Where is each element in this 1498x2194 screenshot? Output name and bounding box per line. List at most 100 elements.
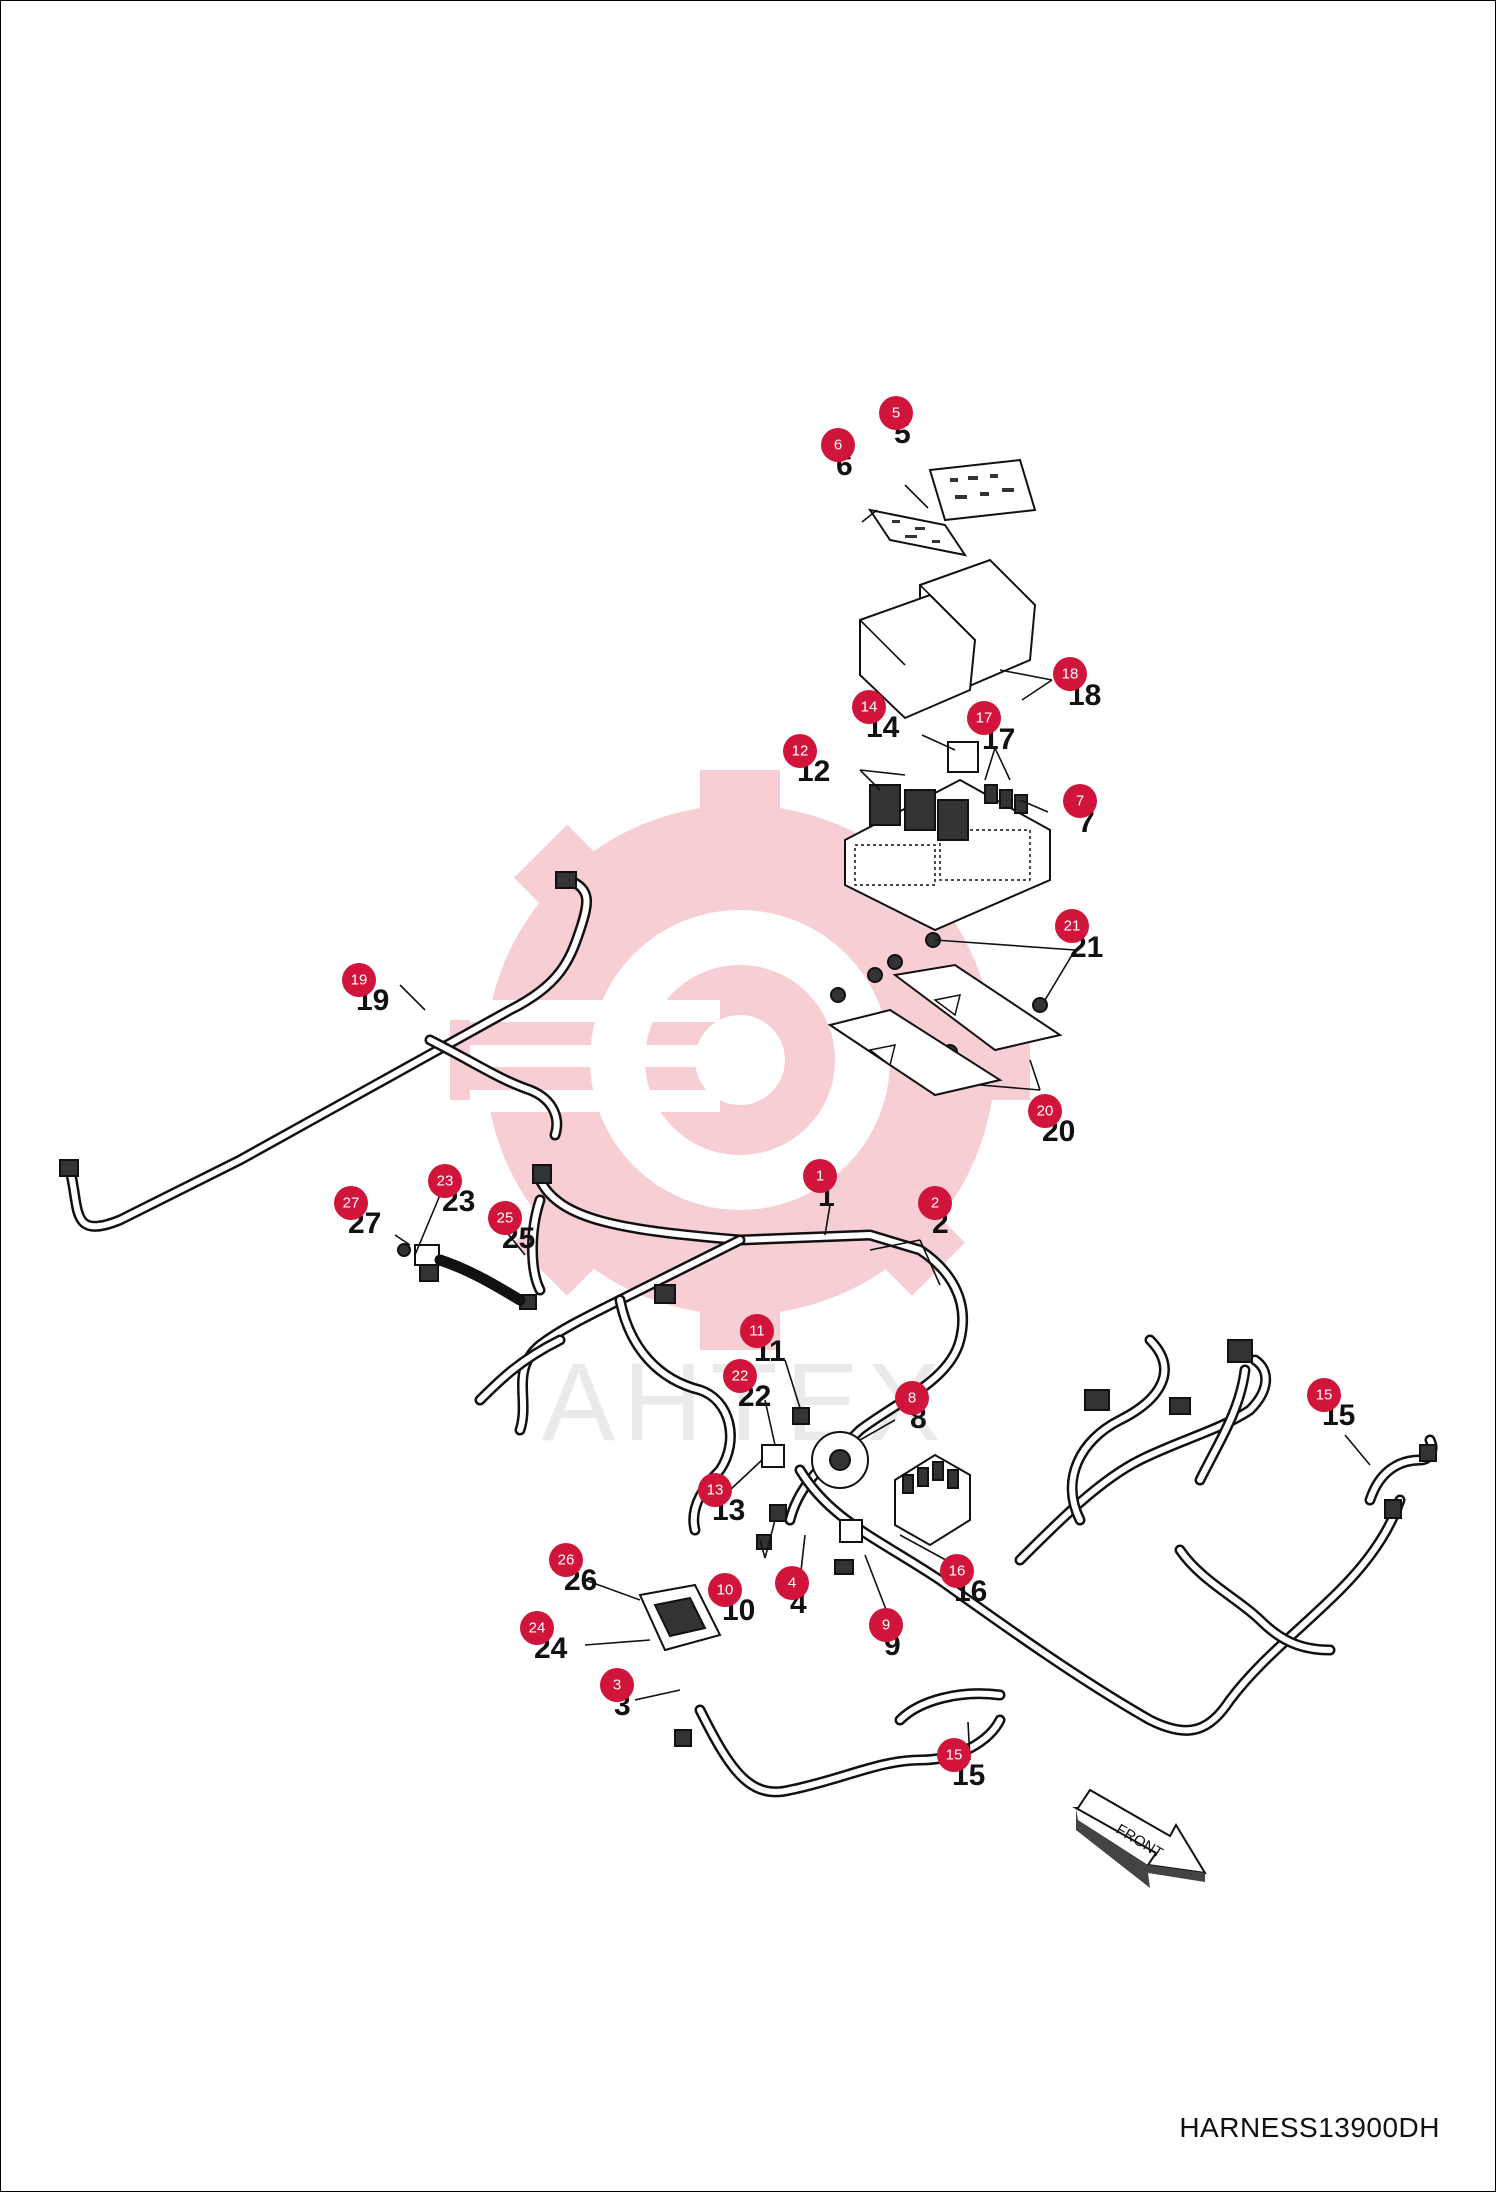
callout-badge xyxy=(698,1473,732,1507)
callout-badge-label: 4 xyxy=(788,1575,796,1592)
callout-badge-label: 21 xyxy=(1064,918,1081,935)
callout-badge xyxy=(821,428,855,462)
callout-badge-label: 12 xyxy=(792,743,809,760)
leader-lines xyxy=(394,484,1371,1761)
callout-c9: 99 xyxy=(869,1608,903,1662)
diagram-code: HARNESS13900DH xyxy=(1179,2112,1440,2143)
callout-badge xyxy=(775,1566,809,1600)
callouts: 1122334455667788991010111112121313141415… xyxy=(334,396,1355,1792)
callout-badge xyxy=(869,1608,903,1642)
callout-badge-label: 15 xyxy=(1316,1387,1333,1404)
harness-19 xyxy=(59,871,592,1232)
callout-c4: 44 xyxy=(775,1566,809,1620)
callout-badge-label: 15 xyxy=(946,1747,963,1764)
callout-c6: 66 xyxy=(821,428,855,482)
callout-badge xyxy=(895,1381,929,1415)
callout-badge xyxy=(940,1554,974,1588)
watermark-logo: АНТЕХ xyxy=(450,770,1030,1464)
callout-badge-label: 11 xyxy=(749,1323,765,1340)
callout-badge xyxy=(918,1186,952,1220)
callout-c2: 22 xyxy=(918,1186,952,1240)
callout-badge xyxy=(1028,1094,1062,1128)
relay-block-16 xyxy=(894,1453,971,1547)
callout-badge xyxy=(852,690,886,724)
callout-c3: 33 xyxy=(600,1668,634,1722)
connector-23-25 xyxy=(397,1243,526,1306)
callout-badge-label: 19 xyxy=(351,972,368,989)
callout-badge xyxy=(708,1573,742,1607)
callout-badge-label: 25 xyxy=(497,1210,514,1227)
callout-badge xyxy=(783,734,817,768)
callout-badge-label: 24 xyxy=(529,1620,546,1637)
callout-badge xyxy=(967,701,1001,735)
callout-badge xyxy=(342,963,376,997)
callout-badge-label: 7 xyxy=(1076,793,1084,810)
callout-badge-label: 14 xyxy=(861,699,878,716)
callout-badge xyxy=(879,396,913,430)
harness-15 xyxy=(674,1334,1438,1798)
callout-badge-label: 2 xyxy=(931,1195,939,1212)
callout-badge-label: 23 xyxy=(437,1173,454,1190)
callout-badge-label: 27 xyxy=(343,1195,360,1212)
callout-badge-label: 13 xyxy=(707,1482,724,1499)
callout-badge-label: 17 xyxy=(976,710,993,727)
callout-badge xyxy=(549,1543,583,1577)
callout-badge-label: 6 xyxy=(834,437,842,454)
front-arrow: FRONT xyxy=(1072,1788,1207,1888)
callout-badge-label: 10 xyxy=(717,1582,734,1599)
callout-badge-label: 8 xyxy=(908,1390,916,1407)
callout-badge xyxy=(723,1359,757,1393)
label-plate-5 xyxy=(928,458,1037,522)
horn-8 xyxy=(811,1431,869,1489)
callout-badge-label: 20 xyxy=(1037,1103,1054,1120)
label-plate-6 xyxy=(867,508,968,557)
callout-badge xyxy=(334,1186,368,1220)
callout-badge-label: 22 xyxy=(732,1368,749,1385)
callout-badge xyxy=(740,1314,774,1348)
callout-badge xyxy=(1063,784,1097,818)
fuse-relay-block xyxy=(844,741,1051,932)
callout-badge xyxy=(1053,657,1087,691)
callout-c7: 77 xyxy=(1063,784,1097,839)
callout-badge xyxy=(1307,1378,1341,1412)
callout-badge-label: 9 xyxy=(882,1617,890,1634)
mounting-bracket xyxy=(827,963,1063,1097)
callout-badge-label: 18 xyxy=(1062,666,1079,683)
callout-c1: 11 xyxy=(803,1159,837,1213)
fuse-box-cover xyxy=(859,558,1037,720)
callout-badge-label: 5 xyxy=(892,405,900,422)
controller-24 xyxy=(638,1583,722,1652)
callout-badge xyxy=(488,1201,522,1235)
callout-badge-label: 16 xyxy=(949,1563,966,1580)
callout-badge xyxy=(803,1159,837,1193)
callout-c8: 88 xyxy=(895,1381,929,1435)
callout-badge xyxy=(428,1164,462,1198)
callout-badge-label: 26 xyxy=(558,1552,575,1569)
callout-badge xyxy=(600,1668,634,1702)
callout-badge-label: 1 xyxy=(816,1168,824,1185)
callout-badge xyxy=(520,1611,554,1645)
callout-badge xyxy=(1055,909,1089,943)
callout-badge xyxy=(937,1738,971,1772)
